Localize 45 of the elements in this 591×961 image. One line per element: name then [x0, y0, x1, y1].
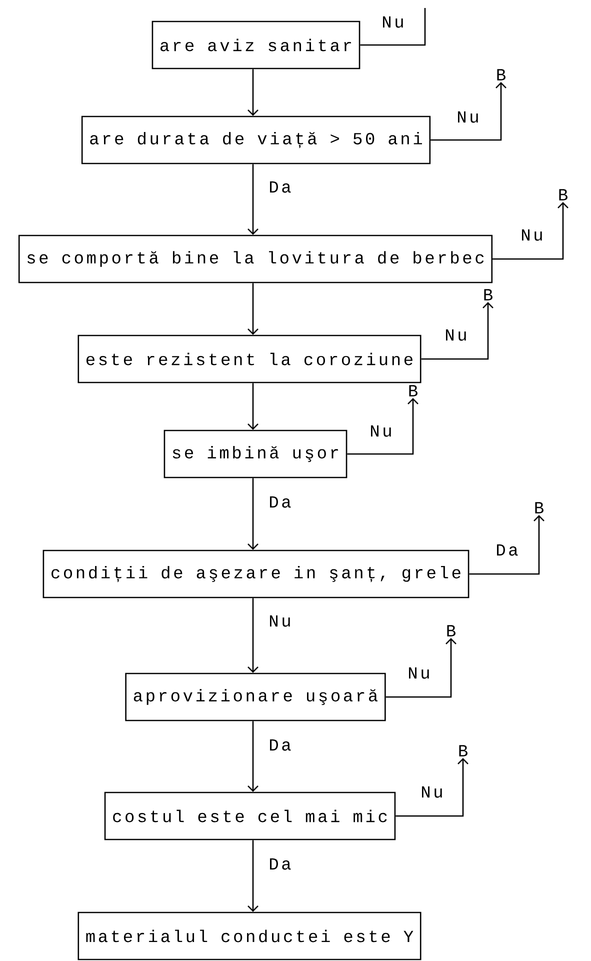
edge-label: Da [268, 857, 292, 871]
edge-label: Nu [444, 328, 468, 342]
process-box: condiții de aşezare in şanț, grele [42, 550, 470, 598]
target-label: B [409, 385, 418, 396]
edge-label: Nu [406, 666, 432, 680]
branch-arrow [469, 515, 544, 575]
target-label: B [484, 289, 492, 300]
edge-label: Nu [456, 110, 480, 124]
process-box: se comportă bine la lovitura de berbec [18, 234, 493, 284]
arrow [248, 478, 258, 550]
target-label: B [459, 745, 468, 756]
branch-arrow [347, 398, 418, 455]
target-label: B [535, 502, 544, 514]
process-box: costul este cel mai mic [104, 792, 396, 840]
process-box: se imbină uşor [164, 430, 348, 478]
edge-label: Nu [420, 785, 444, 799]
edge-label: Nu [380, 15, 406, 29]
process-box: materialul conductei este Y [78, 912, 422, 960]
arrow [248, 383, 258, 430]
edge-label: Da [494, 543, 520, 557]
branch-arrow [492, 202, 568, 260]
branch-arrow [421, 302, 494, 360]
arrow [248, 721, 258, 792]
edge-label: Da [268, 495, 292, 509]
branch-line [360, 8, 426, 46]
edge-label: Nu [368, 424, 394, 438]
arrow [248, 164, 258, 235]
arrow [248, 283, 258, 335]
target-label: B [559, 189, 568, 200]
arrow [248, 69, 258, 116]
process-box: aprovizionare uşoară [125, 672, 386, 722]
branch-arrow [386, 638, 456, 698]
branch-arrow [396, 758, 468, 817]
edge-label: Nu [268, 614, 292, 628]
edge-label: Nu [520, 228, 544, 242]
process-box: este rezistent la coroziune [78, 334, 422, 384]
arrow [248, 598, 258, 673]
process-box: are durata de viață > 50 ani [81, 116, 431, 164]
branch-arrow [430, 82, 506, 141]
process-box: are aviz sanitar [152, 20, 360, 70]
arrow [248, 840, 258, 912]
edge-label: Da [268, 180, 292, 194]
edge-label: Da [268, 738, 292, 752]
target-label: B [497, 69, 506, 80]
target-label: B [447, 625, 456, 636]
